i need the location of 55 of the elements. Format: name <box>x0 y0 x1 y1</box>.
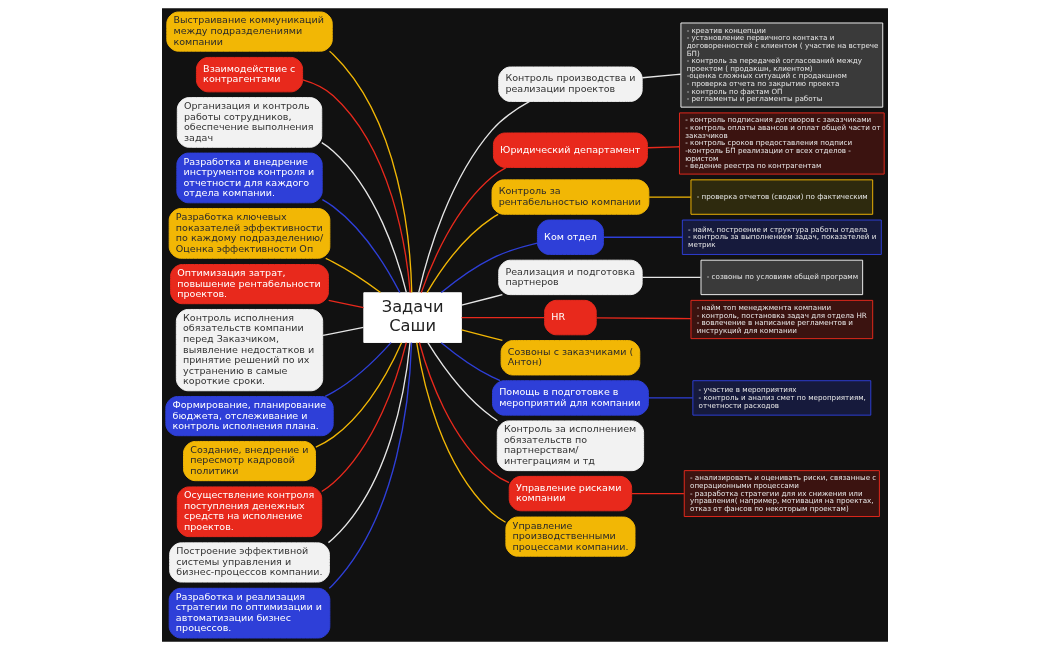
node-box: Управление рисками компании <box>508 475 633 512</box>
node-box: Разработка и реализация стратегии по оптимизации и автоматизации бизнес процессов. <box>168 587 331 639</box>
connector <box>427 341 499 422</box>
connector <box>324 342 392 398</box>
node-box: Помощь в подготовке в мероприятий для компании <box>492 380 649 416</box>
connector <box>321 198 401 294</box>
connector <box>327 342 411 544</box>
node-box: HR <box>544 299 597 336</box>
connector <box>460 316 546 319</box>
node-box: Разработка и внедрение инструментов контроля и отчетности для каждого отдела компании. <box>176 152 323 204</box>
node-box: Разработка ключевых показателей эффективности по каждому подразделению/ Оценка эффективности Оп <box>168 208 331 259</box>
node-box: Построение эффективной системы управления и бизнес-процессов компании. <box>169 542 330 583</box>
connector <box>302 79 411 294</box>
connector <box>460 329 504 342</box>
connector <box>596 317 692 320</box>
node-box: Организация и контроль работы сотрудников, обеспечение выполнения задач <box>176 97 323 148</box>
node-box: Контроль исполнения обязательств компании перед Заказчиком, выявление недостатков и принятие решений по их устранению в самые короткие сроки. <box>175 308 324 392</box>
connector <box>647 397 694 399</box>
node-box: Выстраивание коммуникаций между подразделениями компании <box>166 11 333 52</box>
node-box: Контроль производства и реализации проектов <box>498 66 643 102</box>
connector <box>440 242 538 294</box>
connector <box>646 146 680 149</box>
connector <box>328 341 413 589</box>
node-box: Оптимизация затрат, повышение рентабельности проектов. <box>170 264 329 305</box>
connector <box>603 236 683 238</box>
connector <box>322 326 365 337</box>
connector <box>321 341 407 493</box>
node-box: Реализация и подготовка партнеров <box>498 259 643 296</box>
node-box: Контроль за рентабельностью компании <box>491 179 650 215</box>
node-box: Ком отдел <box>536 219 604 255</box>
connector <box>418 341 510 484</box>
connector <box>631 492 685 495</box>
connector <box>426 213 499 294</box>
connector <box>416 342 507 523</box>
connector <box>325 257 382 294</box>
connector <box>648 196 692 198</box>
node-box: Взаимодействие с контрагентами <box>195 56 304 93</box>
node-box: Создание, внедрение и пересмотр кадровой политики <box>183 440 316 482</box>
node-box: Задачи Саши <box>363 292 462 343</box>
connector <box>418 100 531 294</box>
connector <box>328 299 365 309</box>
connector <box>321 142 407 294</box>
node-box: Осуществление контроля поступления денежных средств на исполнение проектов. <box>176 486 323 538</box>
node-box: Контроль за исполнением обязательств по партнерствам/ интеграциям и тд <box>496 420 645 472</box>
connector <box>641 73 682 79</box>
connector <box>315 342 403 448</box>
node-box: Формирование, планирование бюджета, отслеживание и контроль исполнения плана. <box>165 396 334 437</box>
node-box: Управление производственными процессами компании. <box>505 516 636 557</box>
node-box: Юридический департамент <box>492 132 648 168</box>
node-box: Созвоны с заказчиками ( Антон) <box>500 340 641 376</box>
connector <box>420 166 507 294</box>
connector <box>641 276 702 279</box>
connector <box>440 342 501 382</box>
connector <box>460 294 504 306</box>
connector <box>328 50 413 294</box>
